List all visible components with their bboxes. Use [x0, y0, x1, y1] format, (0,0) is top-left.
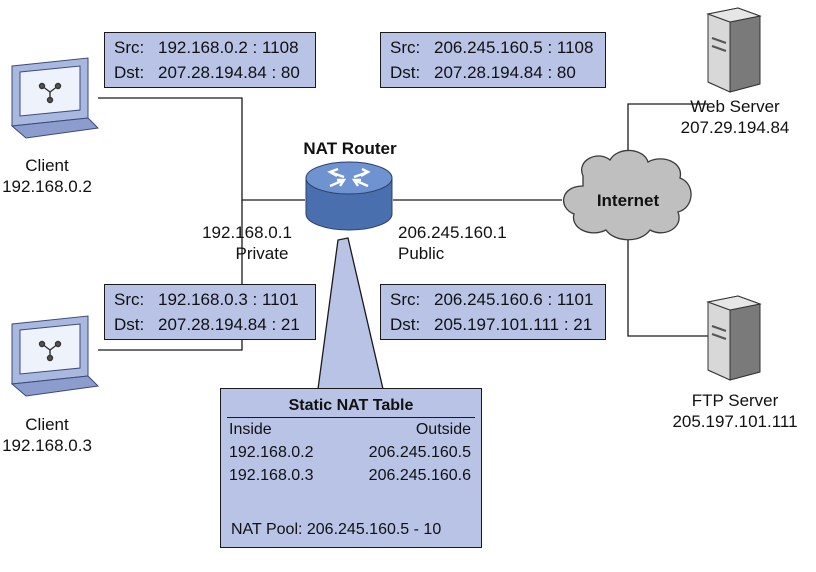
- dst-value: 205.197.101.111 : 21: [434, 315, 593, 334]
- dst-key: Dst:: [114, 315, 145, 334]
- src-value: 206.245.160.6 : 1101: [434, 290, 594, 309]
- client1-label-block: Client 192.168.0.2: [0, 155, 94, 197]
- nat-header-outside: Outside: [415, 421, 471, 438]
- static-nat-table: Static NAT Table Inside Outside 192.168.…: [220, 388, 482, 548]
- client2-ip: 192.168.0.3: [2, 436, 92, 455]
- dst-key: Dst:: [390, 63, 421, 82]
- src-value: 206.245.160.5 : 1108: [434, 38, 594, 57]
- nat-inside-ip: 192.168.0.3: [229, 467, 314, 484]
- client1-label: Client: [25, 156, 69, 175]
- nat-outside-ip: 206.245.160.6: [368, 467, 471, 484]
- client1-ip: 192.168.0.2: [2, 177, 92, 196]
- router-private-label: Private: [235, 244, 289, 263]
- client1-computer-icon: [10, 57, 100, 139]
- ftp-server-icon: [706, 295, 762, 381]
- src-value: 192.168.0.3 : 1101: [158, 290, 299, 309]
- router-public-label: Public: [398, 244, 445, 263]
- src-key: Src:: [390, 38, 421, 57]
- link-client1-router: [98, 97, 305, 201]
- nat-table-row: 192.168.0.2 206.245.160.5: [221, 441, 481, 464]
- nat-table-row: 192.168.0.3 206.245.160.6: [221, 464, 481, 487]
- client2-computer-icon: [10, 315, 100, 397]
- packet-box-client1-private: Src: 192.168.0.2 : 1108 Dst: 207.28.194.84…: [104, 32, 316, 88]
- dst-value: 207.28.194.84 : 21: [158, 315, 300, 334]
- src-key: Src:: [114, 38, 145, 57]
- ftp-server-label-block: FTP Server 205.197.101.111: [656, 390, 814, 432]
- nat-table-divider: [227, 417, 475, 418]
- dst-value: 207.28.194.84 : 80: [434, 63, 576, 82]
- src-value: 192.168.0.2 : 1108: [158, 38, 299, 57]
- internet-label: Internet: [596, 191, 660, 210]
- nat-table-header-row: Inside Outside: [221, 418, 481, 441]
- nat-inside-ip: 192.168.0.2: [229, 444, 314, 461]
- nat-pool: NAT Pool: 206.245.160.5 - 10: [231, 521, 442, 538]
- nat-table-callout: [317, 237, 384, 390]
- router-private-side: 192.168.0.1 Private: [192, 222, 302, 264]
- ftp-server-ip: 205.197.101.111: [672, 412, 798, 431]
- web-server-icon: [706, 7, 762, 93]
- link-internet-ftpserver: [627, 232, 708, 337]
- web-server-ip: 207.29.194.84: [680, 118, 790, 137]
- packet-box-client1-public: Src: 206.245.160.5 : 1108 Dst: 207.28.194.…: [380, 32, 606, 88]
- packet-box-client2-public: Src: 206.245.160.6 : 1101 Dst: 205.197.101…: [380, 284, 606, 340]
- router-icon: [305, 161, 393, 231]
- router-public-side: 206.245.160.1 Public: [398, 222, 518, 264]
- dst-key: Dst:: [114, 63, 145, 82]
- link-internet-webserver: [627, 103, 708, 165]
- nat-table-title: Static NAT Table: [288, 397, 414, 414]
- router-private-ip: 192.168.0.1: [202, 223, 292, 242]
- nat-outside-ip: 206.245.160.5: [368, 444, 471, 461]
- dst-key: Dst:: [390, 315, 421, 334]
- src-key: Src:: [114, 290, 145, 309]
- packet-box-client2-private: Src: 192.168.0.3 : 1101 Dst: 207.28.194.84…: [104, 284, 316, 340]
- src-key: Src:: [390, 290, 421, 309]
- web-server-label: Web Server: [690, 97, 780, 116]
- dst-value: 207.28.194.84 : 80: [158, 63, 300, 82]
- internet-cloud-icon: [563, 149, 692, 241]
- client2-label-block: Client 192.168.0.3: [0, 414, 94, 456]
- ftp-server-label: FTP Server: [691, 391, 779, 410]
- router-public-ip: 206.245.160.1: [398, 223, 507, 242]
- router-label: NAT Router: [303, 139, 397, 158]
- web-server-label-block: Web Server 207.29.194.84: [656, 96, 814, 138]
- client2-label: Client: [25, 415, 69, 434]
- nat-header-inside: Inside: [229, 421, 272, 438]
